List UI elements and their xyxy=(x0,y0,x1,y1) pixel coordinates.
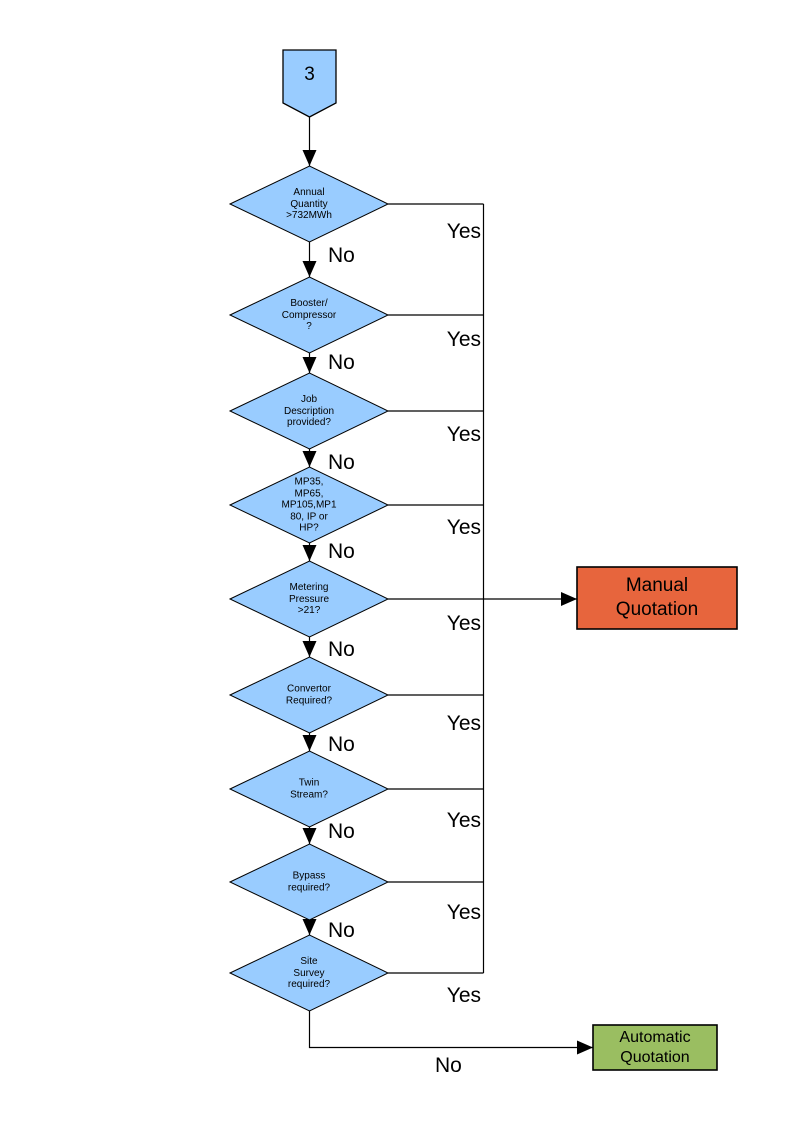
no-label-metering-pressure: No xyxy=(328,638,355,661)
decision-label-booster-compressor: Booster/ Compressor ? xyxy=(281,297,337,332)
decision-mp-models-shape xyxy=(228,466,390,544)
decision-booster-compressor-shape xyxy=(228,276,390,354)
offpage-connector-label: 3 xyxy=(304,64,315,85)
decision-job-description-shape xyxy=(228,372,390,450)
yes-label-mp-models: Yes xyxy=(446,516,481,539)
yes-label-metering-pressure: Yes xyxy=(446,612,481,635)
automatic-quotation-box-shape xyxy=(592,1024,718,1071)
edge-no-to-automatic-quotation xyxy=(308,1011,593,1055)
yes-label-twin-stream: Yes xyxy=(446,809,481,832)
no-label-bypass-required: No xyxy=(328,919,355,942)
decision-label-mp-models: MP35, MP65, MP105,MP1 80, IP or HP? xyxy=(281,476,337,534)
no-label-mp-models: No xyxy=(328,540,355,563)
no-label-convertor-required: No xyxy=(328,733,355,756)
yes-label-bypass-required: Yes xyxy=(446,901,481,924)
automatic-quotation-label: Automatic Quotation xyxy=(619,1028,691,1066)
decision-site-survey-shape xyxy=(228,934,390,1012)
yes-label-convertor-required: Yes xyxy=(446,712,481,735)
no-label-booster-compressor: No xyxy=(328,351,355,374)
yes-label-site-survey: Yes xyxy=(446,984,481,1007)
decision-label-annual-quantity: Annual Quantity >732MWh xyxy=(286,186,332,221)
decision-label-bypass-required: Bypass required? xyxy=(287,870,331,894)
no-label-job-description: No xyxy=(328,451,355,474)
decision-label-metering-pressure: Metering Pressure >21? xyxy=(288,581,330,616)
manual-quotation-label: Manual Quotation xyxy=(615,575,699,620)
yes-label-job-description: Yes xyxy=(446,423,481,446)
manual-quotation-box-shape xyxy=(576,566,738,630)
decision-bypass-required-shape xyxy=(228,843,390,921)
decision-annual-quantity-shape xyxy=(228,165,390,243)
decision-twin-stream-shape xyxy=(228,750,390,828)
yes-label-annual-quantity: Yes xyxy=(446,220,481,243)
decision-label-twin-stream: Twin Stream? xyxy=(290,777,328,801)
no-label-twin-stream: No xyxy=(328,820,355,843)
no-label-site-survey: No xyxy=(435,1054,462,1077)
decision-label-job-description: Job Description provided? xyxy=(283,393,335,428)
offpage-connector-shape xyxy=(282,49,337,118)
decision-metering-pressure-shape xyxy=(228,560,390,638)
decision-convertor-required-shape xyxy=(228,656,390,734)
decision-label-site-survey: Site Survey required? xyxy=(287,955,331,990)
yes-label-booster-compressor: Yes xyxy=(446,328,481,351)
no-label-annual-quantity: No xyxy=(328,244,355,267)
decision-label-convertor-required: Convertor Required? xyxy=(285,683,333,707)
